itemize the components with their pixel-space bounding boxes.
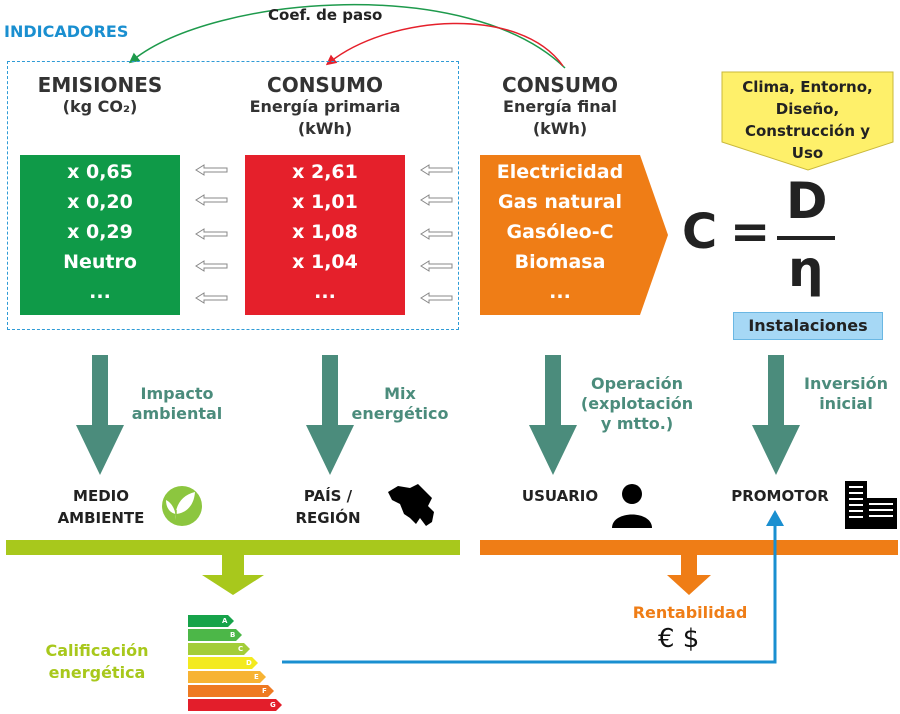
- emisiones-value: Neutro: [63, 251, 137, 273]
- operacion-line: (explotación: [580, 394, 694, 413]
- rating-letter: A: [222, 617, 228, 625]
- primaria-subtitle: Energía primaria: [249, 97, 401, 116]
- country-map-icon: [388, 484, 434, 526]
- rating-letters: A B C D E F G: [218, 614, 276, 712]
- teal-arrows: [76, 355, 800, 475]
- primaria-value: x 1,04: [292, 251, 358, 273]
- demand-note-line: Uso: [791, 144, 824, 162]
- primaria-box: x 2,61 x 1,01 x 1,08 x 1,04 ...: [245, 155, 405, 315]
- emisiones-value: x 0,20: [67, 191, 133, 213]
- final-header: CONSUMO Energía final (kWh): [475, 74, 645, 140]
- primaria-value: x 1,08: [292, 221, 358, 243]
- small-arrows: [195, 164, 453, 304]
- user-icon: [612, 484, 652, 528]
- medio-ambiente-label: MEDIO AMBIENTE: [46, 485, 156, 529]
- operacion-line: y mtto.): [600, 414, 674, 433]
- rating-letter: G: [270, 701, 276, 709]
- operacion-line: Operación: [591, 374, 683, 393]
- demand-note-line: Diseño,: [775, 100, 840, 118]
- primaria-value: ...: [314, 281, 336, 303]
- final-unit: (kWh): [532, 119, 588, 138]
- rentabilidad-label: Rentabilidad: [632, 603, 748, 622]
- final-value: ...: [549, 281, 571, 303]
- primaria-header: CONSUMO Energía primaria (kWh): [225, 74, 425, 140]
- rating-letter: D: [246, 659, 252, 667]
- building-icon: [845, 481, 897, 529]
- demand-note-line: Construcción y: [744, 122, 871, 140]
- impacto-line: ambiental: [131, 404, 223, 423]
- rating-letter: F: [262, 687, 267, 695]
- coef-label: Coef. de paso: [268, 6, 383, 24]
- emisiones-value: ...: [89, 281, 111, 303]
- coef-arrow-green: [128, 3, 566, 69]
- calificacion-line: energética: [48, 663, 146, 682]
- primaria-value: x 2,61: [292, 161, 358, 183]
- inversion-label: Inversión inicial: [796, 374, 896, 414]
- medio-line: MEDIO: [73, 487, 129, 505]
- impacto-line: Impacto: [140, 384, 214, 403]
- operacion-label: Operación (explotación y mtto.): [572, 374, 702, 434]
- final-value: Electricidad: [496, 161, 624, 183]
- final-energy-box: [480, 155, 668, 315]
- formula-equals: =: [730, 204, 771, 260]
- energy-rating-bars: [188, 615, 282, 711]
- mix-line: energético: [351, 404, 449, 423]
- pais-line: PAÍS /: [303, 487, 353, 505]
- blue-connector: [282, 522, 777, 664]
- instalaciones-label: Instalaciones: [733, 312, 883, 340]
- orange-down-arrow: [667, 555, 711, 595]
- rating-letter: C: [238, 645, 244, 653]
- indicators-frame: [7, 61, 459, 330]
- demand-note: Clima, Entorno, Diseño, Construcción y U…: [722, 76, 893, 164]
- emisiones-value: x 0,65: [67, 161, 133, 183]
- formula-denominator: η: [788, 240, 824, 298]
- rating-letter: E: [254, 673, 259, 681]
- calificacion-line: Calificación: [45, 641, 149, 660]
- mix-line: Mix: [384, 384, 416, 403]
- emisiones-box: x 0,65 x 0,20 x 0,29 Neutro ...: [20, 155, 180, 315]
- promotor-label: PROMOTOR: [731, 487, 829, 505]
- impacto-label: Impacto ambiental: [122, 384, 232, 424]
- medio-line: AMBIENTE: [57, 509, 145, 527]
- demand-callout: [721, 71, 894, 171]
- coef-arrow-red: [325, 22, 564, 67]
- emisiones-value: x 0,29: [67, 221, 133, 243]
- usuario-label: USUARIO: [521, 487, 599, 505]
- final-value: Gas natural: [497, 191, 622, 213]
- final-values: Electricidad Gas natural Gasóleo-C Bioma…: [480, 155, 640, 307]
- leaf-icon: [162, 486, 202, 526]
- emisiones-title: EMISIONES: [37, 73, 163, 97]
- final-subtitle: Energía final: [503, 97, 617, 116]
- final-value: Gasóleo-C: [506, 221, 614, 243]
- emisiones-header: EMISIONES (kg CO₂): [20, 74, 180, 118]
- pais-region-label: PAÍS / REGIÓN: [278, 485, 378, 529]
- mix-label: Mix energético: [340, 384, 460, 424]
- primaria-value: x 1,01: [292, 191, 358, 213]
- primaria-title: CONSUMO: [267, 73, 383, 97]
- formula-c: C: [682, 204, 718, 260]
- emisiones-unit: (kg CO₂): [62, 97, 138, 116]
- inversion-line: Inversión: [804, 374, 888, 393]
- lime-down-arrow: [202, 555, 264, 595]
- fraction-bar: [777, 236, 835, 240]
- indicadores-label: INDICADORES: [4, 22, 129, 41]
- formula-numerator: D: [786, 172, 828, 230]
- pais-line: REGIÓN: [295, 509, 361, 527]
- rating-letter: B: [230, 631, 236, 639]
- green-band: [6, 540, 460, 555]
- final-title: CONSUMO: [502, 73, 618, 97]
- final-value: Biomasa: [514, 251, 606, 273]
- inversion-line: inicial: [819, 394, 873, 413]
- euro-dollar-icon: € $: [658, 624, 700, 654]
- orange-band: [480, 540, 898, 555]
- demand-note-line: Clima, Entorno,: [742, 78, 873, 96]
- calificacion-label: Calificación energética: [22, 640, 172, 684]
- primaria-unit: (kWh): [297, 119, 353, 138]
